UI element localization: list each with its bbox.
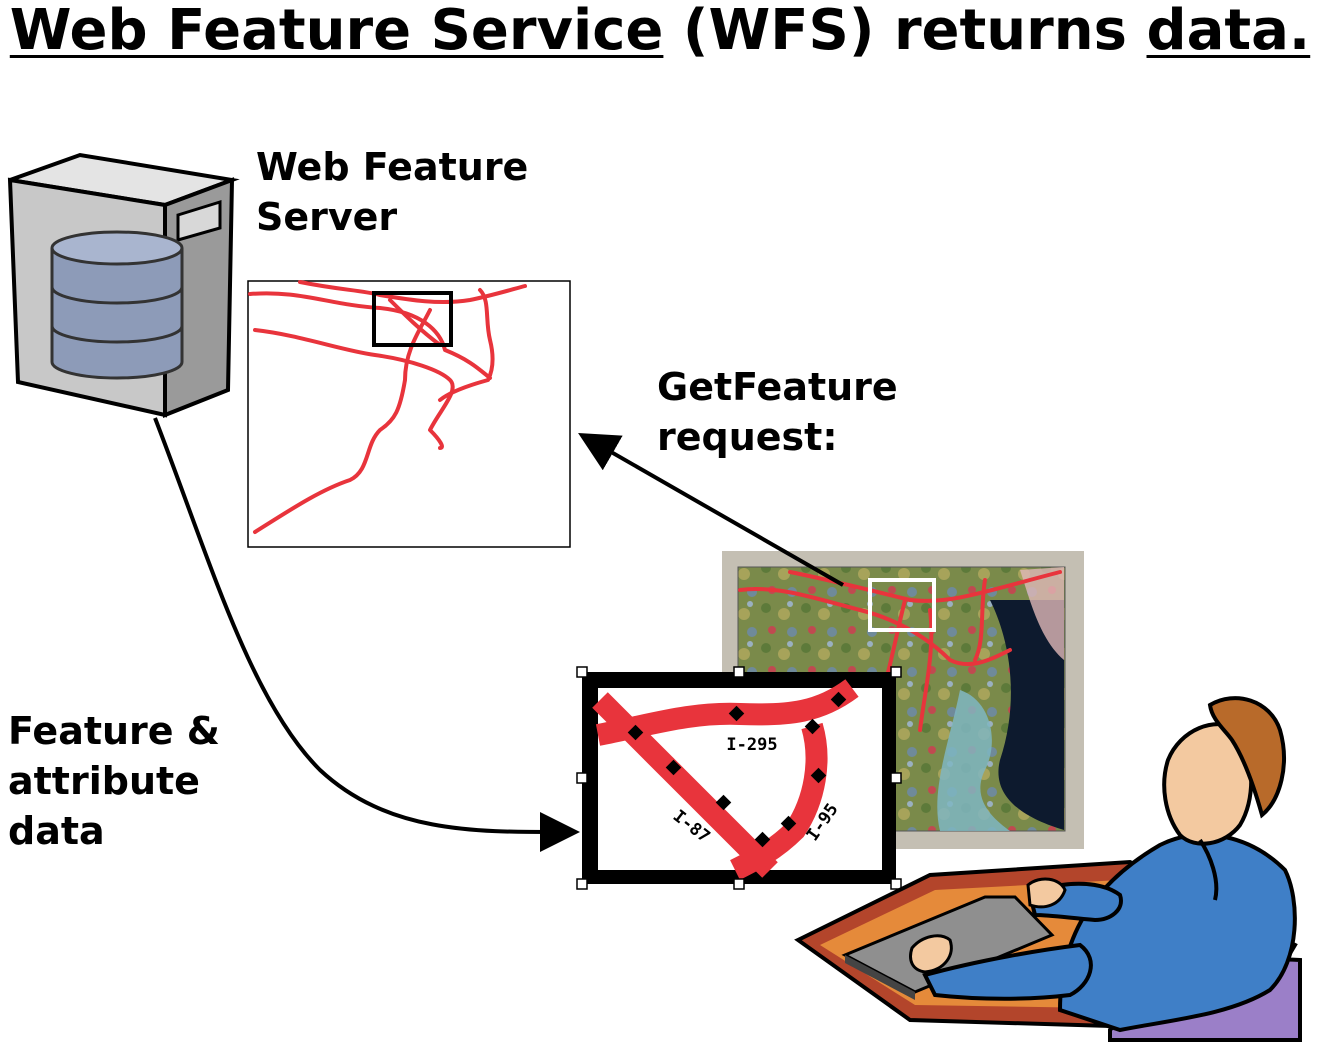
request-label: GetFeature request: (657, 362, 898, 462)
server-icon (7, 152, 240, 418)
server-label-line1: Web Feature (256, 145, 529, 189)
resize-handles (576, 666, 902, 890)
road-vertices (627, 691, 847, 848)
request-label-line1: GetFeature (657, 365, 898, 409)
title-part-data: data. (1146, 0, 1311, 63)
feature-data-arrow (153, 417, 580, 853)
zoomed-road-map-panel: I-295 I-87 I-95 (576, 666, 902, 890)
data-label-line3: data (8, 809, 105, 853)
database-icon (50, 230, 184, 380)
getfeature-request-arrow (578, 433, 844, 587)
title-part-service: Web Feature Service (9, 0, 664, 63)
satellite-selection-box (868, 578, 936, 632)
title-part-middle: (WFS) returns (663, 0, 1147, 63)
vector-map-panel (247, 280, 571, 548)
data-label-line2: attribute (8, 759, 200, 803)
road-label-i295: I-295 (726, 735, 777, 755)
server-label: Web Feature Server (256, 142, 528, 242)
server-label-line2: Server (256, 195, 398, 239)
data-label: Feature & attribute data (8, 706, 220, 856)
selection-box (372, 291, 453, 347)
page-title: Web Feature Service (WFS) returns data. (0, 0, 1320, 62)
data-label-line1: Feature & (8, 709, 220, 753)
user-at-desk-illustration (794, 696, 1302, 1042)
request-label-line2: request: (657, 415, 838, 459)
